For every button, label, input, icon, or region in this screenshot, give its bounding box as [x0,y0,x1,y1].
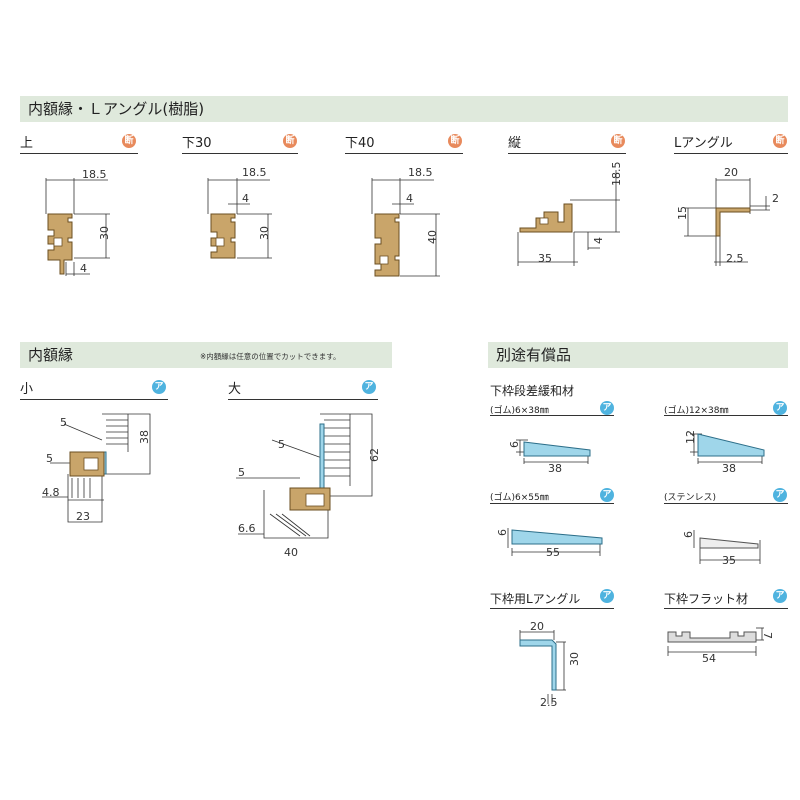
aluminum-badge-icon: ア [152,380,166,394]
cut-badge-icon: 断 [122,134,136,148]
item-label-shita30: 下30 [182,136,212,151]
divider [182,153,298,154]
dim-stainless-thick: 6 [682,531,695,538]
dim-large-inner: 5 [278,438,285,451]
divider [490,608,614,609]
dim-rubber3-width: 55 [546,546,560,559]
dim-small-depth: 4.8 [42,486,60,499]
section-title-mid: 内額縁 [20,342,392,368]
item-label-large: 大 [228,382,242,397]
dim-shita40-height: 40 [426,230,439,244]
dim-rubber1-thick: 6 [508,441,521,448]
dim-tate-height: 18.5 [610,162,623,187]
item-label-small: 小 [20,382,34,397]
section-title-extras: 別途有償品 [488,342,788,368]
item-label-ue: 上 [20,136,34,151]
aluminum-badge-icon: ア [773,488,787,502]
dim-l-width: 20 [724,166,738,179]
dim-bottom-l-height: 30 [568,652,581,666]
dim-rubber2-width: 38 [722,462,736,475]
cut-badge-icon: 断 [283,134,297,148]
item-label-tate: 縦 [508,136,522,151]
dim-bottom-l-foot: 2.5 [540,696,558,709]
dim-shita40-width: 18.5 [408,166,433,179]
item-sub-stainless: (ステンレス) [664,493,717,503]
cut-badge-icon: 断 [448,134,462,148]
dim-stainless-width: 35 [722,554,736,567]
dim-bottom-l-width: 20 [530,620,544,633]
dim-small-width: 23 [76,510,90,523]
dim-ue-foot: 4 [80,262,87,275]
item-label-bottom-flat: 下枠フラット材 [664,592,749,606]
divider [664,608,788,609]
divider [20,399,168,400]
dim-small-lip: 5 [46,452,53,465]
dim-ue-width: 18.5 [82,168,107,181]
dim-flat-height: 7 [761,632,774,639]
dim-small-inner: 5 [60,416,67,429]
cut-badge-icon: 断 [773,134,787,148]
divider [664,503,788,504]
dim-l-foot: 2.5 [726,252,744,265]
divider [490,415,614,416]
dim-shita30-height: 30 [258,226,271,240]
dim-tate-width: 35 [538,252,552,265]
dim-ue-height: 30 [98,226,111,240]
item-sub-rubber-12x38: (ゴム)12×38㎜ [664,406,729,416]
dim-large-lip: 5 [238,466,245,479]
divider [228,399,378,400]
divider [490,503,614,504]
divider [508,153,626,154]
dim-large-width: 40 [284,546,298,559]
dim-rubber1-width: 38 [548,462,562,475]
divider [674,153,788,154]
divider [20,153,138,154]
aluminum-badge-icon: ア [362,380,376,394]
aluminum-badge-icon: ア [773,589,787,603]
item-sub-rubber-6x55: (ゴム)6×55㎜ [490,493,549,503]
divider [345,153,463,154]
aluminum-badge-icon: ア [773,401,787,415]
dim-shita30-lip: 4 [242,192,249,205]
cut-badge-icon: 断 [611,134,625,148]
item-label-l-angle: Lアングル [674,136,733,151]
dim-flat-width: 54 [702,652,716,665]
dim-shita40-lip: 4 [406,192,413,205]
cut-note: ※内額縁は任意の位置でカットできます。 [200,352,341,361]
aluminum-badge-icon: ア [600,488,614,502]
group-label-step-relief: 下枠段差緩和材 [490,384,575,398]
aluminum-badge-icon: ア [600,589,614,603]
aluminum-badge-icon: ア [600,401,614,415]
dim-rubber2-thick: 12 [684,430,697,444]
section-title-top: 内額縁・Ｌアングル(樹脂) [20,96,788,122]
dim-tate-foot: 4 [592,237,605,244]
dim-l-thick: 2 [772,192,779,205]
divider [664,415,788,416]
dim-l-height: 15 [676,206,689,220]
item-label-bottom-l-angle: 下枠用Lアングル [490,592,581,606]
dim-small-height: 38 [138,430,151,444]
dim-rubber3-thick: 6 [496,529,509,536]
dim-large-depth: 6.6 [238,522,256,535]
dim-large-height: 62 [368,448,381,462]
item-sub-rubber-6x38: (ゴム)6×38㎜ [490,406,549,416]
item-label-shita40: 下40 [345,136,375,151]
dim-shita30-width: 18.5 [242,166,267,179]
